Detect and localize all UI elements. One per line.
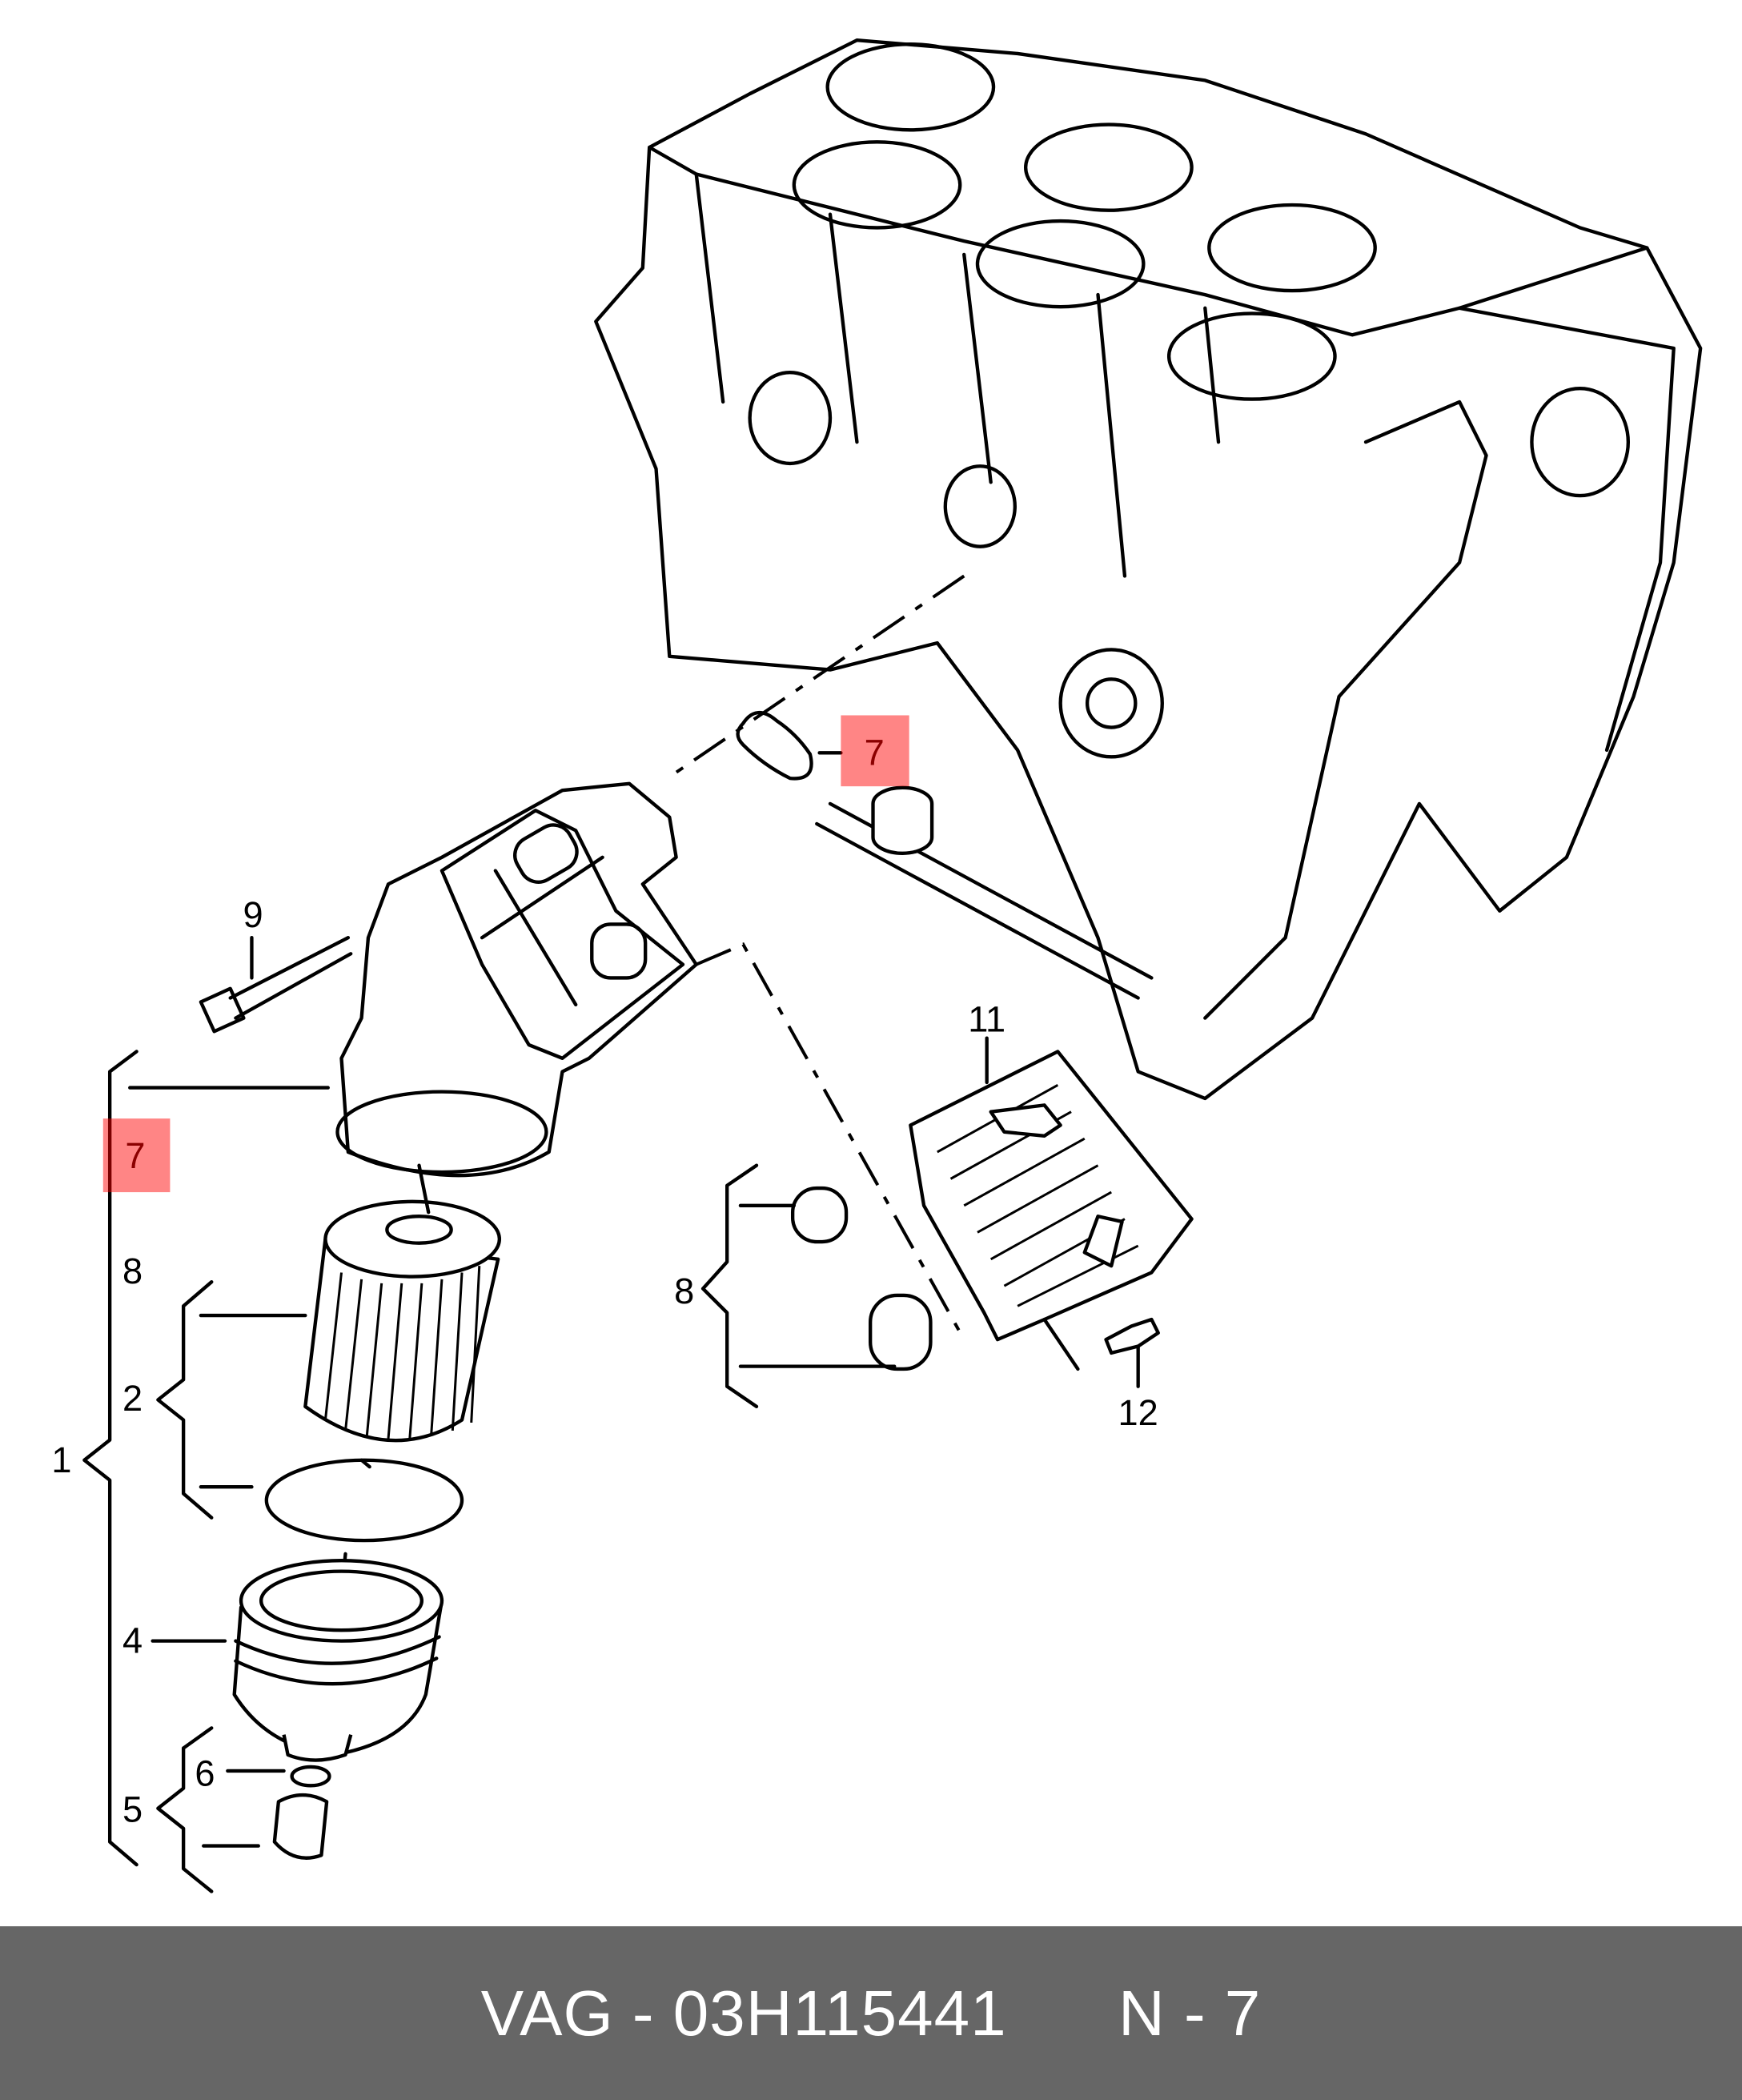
footer-separator: - <box>613 1977 673 2049</box>
highlight-box <box>102 1118 171 1193</box>
highlight-box <box>841 715 909 787</box>
cooler-gasket <box>790 1186 849 1244</box>
callout-7-highlighted[interactable]: 7 <box>865 732 885 773</box>
callout-4[interactable]: 4 <box>122 1620 142 1661</box>
callout-12[interactable]: 12 <box>1118 1392 1158 1433</box>
engine-block <box>594 38 1703 1101</box>
o-ring <box>264 1458 464 1543</box>
callout-8[interactable]: 8 <box>122 1251 142 1291</box>
bolt <box>199 936 353 1034</box>
oil-cooler <box>909 1050 1194 1342</box>
callout-6[interactable]: 6 <box>195 1753 215 1793</box>
callout-1[interactable]: 1 <box>51 1439 71 1480</box>
callout-11[interactable]: 11 <box>968 998 1005 1039</box>
seal-ring <box>290 1765 331 1788</box>
footer-gap <box>1007 1977 1118 2050</box>
callout-7-highlighted[interactable]: 7 <box>125 1135 145 1176</box>
oil-filter-housing <box>335 781 698 1178</box>
filter-cap <box>232 1559 444 1762</box>
callout-8-cooler[interactable]: 8 <box>674 1271 694 1311</box>
oil-filter-element <box>303 1163 502 1443</box>
callout-9[interactable]: 9 <box>243 894 263 935</box>
cooler-gasket <box>868 1293 933 1371</box>
footer-part-number: 03H115441 <box>672 1977 1007 2049</box>
footer-bar: VAG - 03H115441 N - 7 <box>0 1926 1742 2100</box>
footer-position: N - 7 <box>1118 1977 1262 2049</box>
callout-2[interactable]: 2 <box>122 1378 142 1419</box>
leader-lines <box>82 751 1140 1893</box>
parts-diagram: 9 7 7 8 2 1 4 6 5 11 8 12 <box>51 38 1703 1893</box>
callout-5[interactable]: 5 <box>122 1789 142 1829</box>
drain-plug <box>272 1793 329 1860</box>
cooler-bolt <box>1104 1317 1160 1355</box>
footer-brand: VAG <box>480 1977 614 2049</box>
gasket-ring <box>736 710 813 781</box>
cooler-dash-line <box>695 942 965 1341</box>
